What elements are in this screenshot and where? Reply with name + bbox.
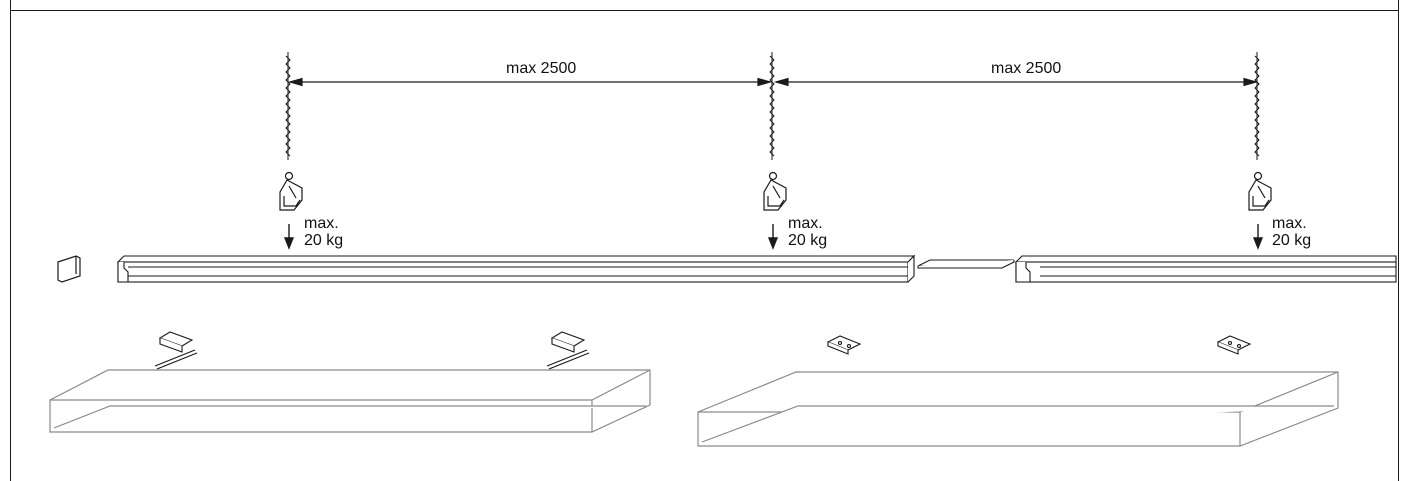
mounting-rail-left bbox=[116, 254, 916, 283]
dimension-label-left: max 2500 bbox=[506, 60, 577, 77]
suspension-chain-3 bbox=[1254, 52, 1260, 160]
luminaire-panel-left bbox=[49, 369, 651, 433]
load-label-3-line2: 20 kg bbox=[1272, 232, 1312, 249]
load-label-2-line1: max. bbox=[788, 215, 823, 232]
load-arrow-1 bbox=[283, 224, 295, 250]
rail-connector bbox=[917, 259, 1015, 269]
suspension-chain-2 bbox=[769, 52, 775, 160]
luminaire-panel-right bbox=[697, 371, 1339, 447]
mounting-rail-right bbox=[1014, 255, 1397, 283]
load-label-3: max. 20 kg bbox=[1272, 215, 1311, 249]
ceiling-clamp-3 bbox=[1248, 171, 1272, 211]
load-label-3-line1: max. bbox=[1272, 215, 1307, 232]
load-label-2: max. 20 kg bbox=[788, 215, 827, 249]
load-label-2-line2: 20 kg bbox=[788, 232, 828, 249]
luminaire-bracket-3 bbox=[826, 335, 862, 355]
ceiling-clamp-1 bbox=[279, 171, 303, 211]
luminaire-bracket-4 bbox=[1216, 335, 1252, 355]
load-arrow-2 bbox=[767, 224, 779, 250]
ceiling-clamp-2 bbox=[763, 171, 787, 211]
load-label-1: max. 20 kg bbox=[304, 215, 343, 249]
load-label-1-line2: 20 kg bbox=[304, 232, 344, 249]
end-cap bbox=[57, 255, 81, 283]
dimension-label-right: max 2500 bbox=[991, 60, 1062, 77]
luminaire-bracket-2 bbox=[546, 331, 590, 370]
luminaire-bracket-1 bbox=[154, 331, 198, 370]
load-arrow-3 bbox=[1252, 224, 1264, 250]
dimension-line-left bbox=[287, 77, 773, 87]
load-label-1-line1: max. bbox=[304, 215, 339, 232]
dimension-line-right bbox=[773, 77, 1259, 87]
suspension-chain-1 bbox=[285, 52, 291, 160]
